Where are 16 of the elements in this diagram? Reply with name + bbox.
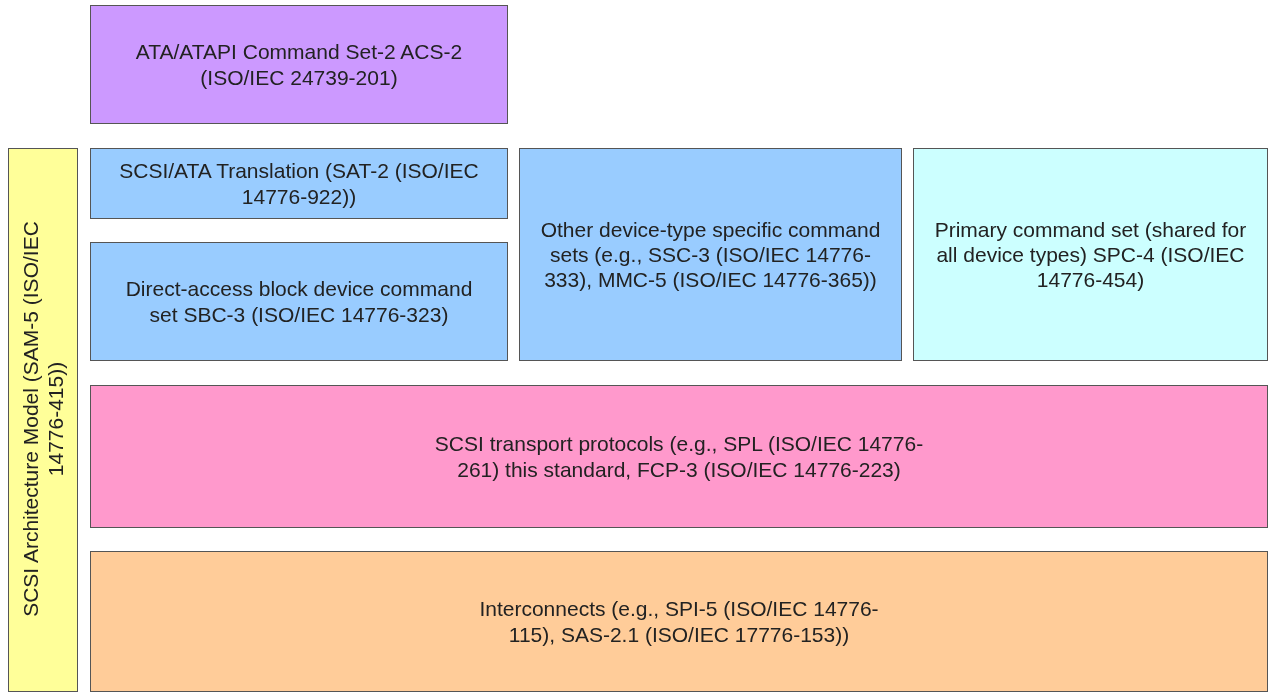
box-label: Other device-type specific command sets (e.g., SSC-3 (ISO/IEC 14776-333), MMC-5 (ISO/IEC 14776-365)) (540, 216, 881, 293)
command-set-box (913, 148, 1268, 361)
box-label: SCSI Architecture Model (SAM-5 (ISO/IEC 14776-415)) (17, 220, 68, 619)
command-set-box (90, 242, 508, 361)
box-label: SCSI/ATA Translation (SAT-2 (ISO/IEC 14776-922)) (118, 158, 480, 209)
box-label: Direct-access block device command set SBC-3 (ISO/IEC 14776-323) (124, 276, 474, 327)
architecture-model-bar (8, 148, 78, 692)
interconnect-band (90, 551, 1268, 692)
box-label: SCSI transport protocols (e.g., SPL (ISO/IEC 14776-261) this standard, FCP-3 (ISO/IEC 14776-223) (433, 431, 925, 482)
box-label: ATA/ATAPI Command Set-2 ACS-2 (ISO/IEC 24739-201) (134, 39, 464, 90)
command-set-box (90, 148, 508, 219)
transport-protocol-band (90, 385, 1268, 528)
command-set-box (90, 5, 508, 124)
command-set-box (519, 148, 902, 361)
box-label: Interconnects (e.g., SPI-5 (ISO/IEC 14776-115), SAS-2.1 (ISO/IEC 17776-153)) (478, 596, 880, 647)
box-label: Primary command set (shared for all device types) SPC-4 (ISO/IEC 14776-454) (933, 216, 1248, 293)
